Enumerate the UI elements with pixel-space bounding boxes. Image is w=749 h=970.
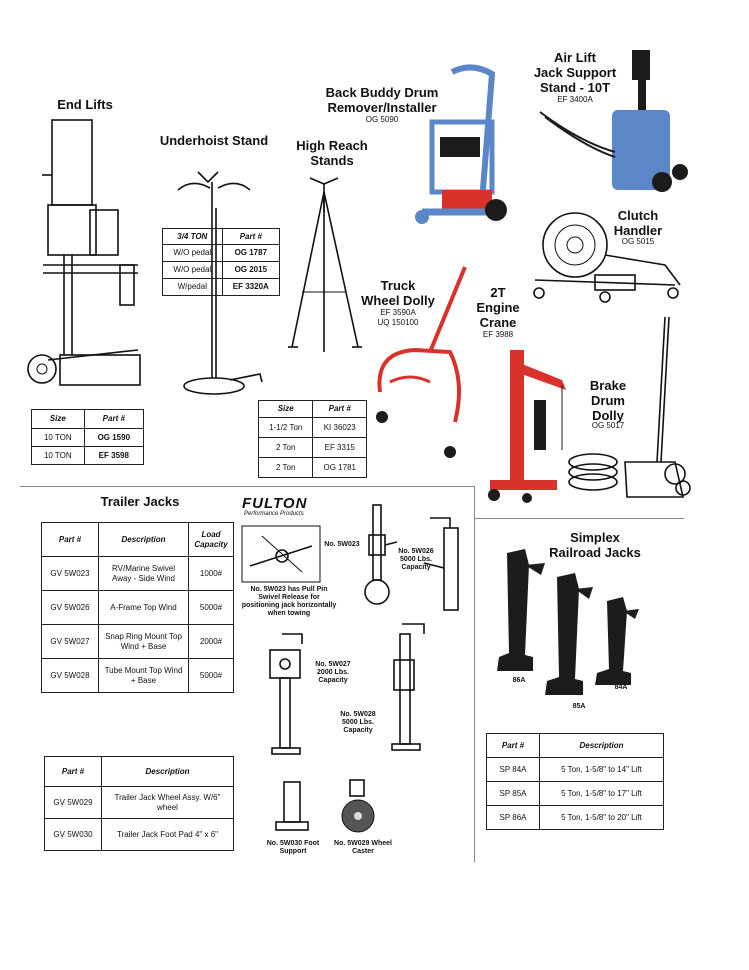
header-part: Part #	[83, 409, 145, 429]
header-capacity: 3/4 TON	[162, 228, 223, 245]
railroad-jacks-illustration	[497, 549, 639, 695]
caption-5w030: No. 5W030 Foot Support	[266, 840, 320, 855]
high-reach-stand-illustration	[288, 177, 362, 352]
back-buddy-title: Back Buddy Drum Remover/Installer	[325, 85, 439, 115]
caption-pull-pin: No. 5W023 has Pull Pin Swivel Release fo…	[241, 586, 337, 617]
section-divider	[20, 486, 475, 487]
label-86a: 86A	[512, 677, 526, 684]
jack-5w028-illustration	[391, 623, 425, 751]
jack-5w027-illustration	[269, 633, 303, 755]
air-lift-code: EF 3400A	[557, 95, 593, 104]
back-buddy-illustration	[415, 64, 507, 224]
header-part: Part #	[41, 522, 99, 557]
wheel-caster-illustration	[341, 779, 375, 833]
jack-5w023-detail-illustration	[241, 525, 321, 583]
label-84a: 84A	[614, 684, 628, 691]
header-part: Part #	[312, 400, 367, 418]
brake-dolly-title: Brake Drum Dolly	[589, 378, 627, 423]
end-lift-illustration	[27, 119, 141, 386]
high-reach-title: High Reach Stands	[296, 138, 368, 168]
truck-dolly-title: Truck Wheel Dolly	[361, 278, 435, 308]
air-lift-title: Air Lift Jack Support Stand - 10T	[533, 50, 617, 95]
section-divider	[474, 518, 684, 519]
jack-5w023-illustration	[364, 504, 398, 605]
header-size: Size	[31, 409, 85, 429]
clutch-handler-illustration	[533, 212, 681, 303]
truck-dolly-illustration	[376, 266, 467, 458]
caption-5w029: No. 5W029 Wheel Caster	[334, 840, 392, 855]
caption-5w027: No. 5W027 2000 Lbs. Capacity	[315, 661, 351, 684]
header-size: Size	[257, 400, 314, 418]
caption-5w028: No. 5W028 5000 Lbs. Capacity	[340, 711, 376, 734]
caption-5w026: No. 5W026 5000 Lbs. Capacity	[398, 548, 434, 571]
trailer-jacks-table: Part # Description Load Capacity GV 5W02…	[41, 522, 234, 693]
caption-5w023: No. 5W023	[324, 541, 360, 548]
header-part: Part #	[44, 756, 102, 787]
engine-crane-code: EF 3988	[482, 330, 514, 339]
header-description: Description	[98, 522, 189, 557]
header-description: Description	[539, 733, 664, 758]
back-buddy-code: OG 5090	[365, 115, 399, 124]
clutch-title: Clutch Handler	[613, 208, 663, 238]
end-lifts-title: End Lifts	[57, 97, 113, 112]
brake-dolly-code: OG 5017	[591, 421, 625, 430]
engine-crane-illustration	[488, 350, 566, 503]
clutch-code: OG 5015	[621, 237, 655, 246]
fulton-logo: FULTON	[242, 495, 308, 512]
foot-support-illustration	[275, 781, 309, 831]
header-part: Part #	[221, 228, 281, 245]
header-part: Part #	[486, 733, 540, 758]
air-lift-illustration	[539, 50, 688, 192]
trailer-jacks-title: Trailer Jacks	[100, 494, 180, 509]
header-load-capacity: Load Capacity	[188, 522, 234, 557]
header-description: Description	[101, 756, 234, 787]
brake-dolly-illustration	[568, 316, 691, 498]
section-divider	[474, 486, 475, 862]
label-85a: 85A	[572, 703, 586, 710]
jack-5w026-illustration	[423, 517, 459, 611]
engine-crane-title: 2T Engine Crane	[476, 285, 520, 330]
underhoist-title: Underhoist Stand	[159, 133, 269, 148]
truck-dolly-code: EF 3590A UQ 150100	[377, 308, 419, 327]
fulton-tagline: Performance Products	[244, 511, 304, 517]
simplex-title: Simplex Railroad Jacks	[549, 530, 641, 560]
